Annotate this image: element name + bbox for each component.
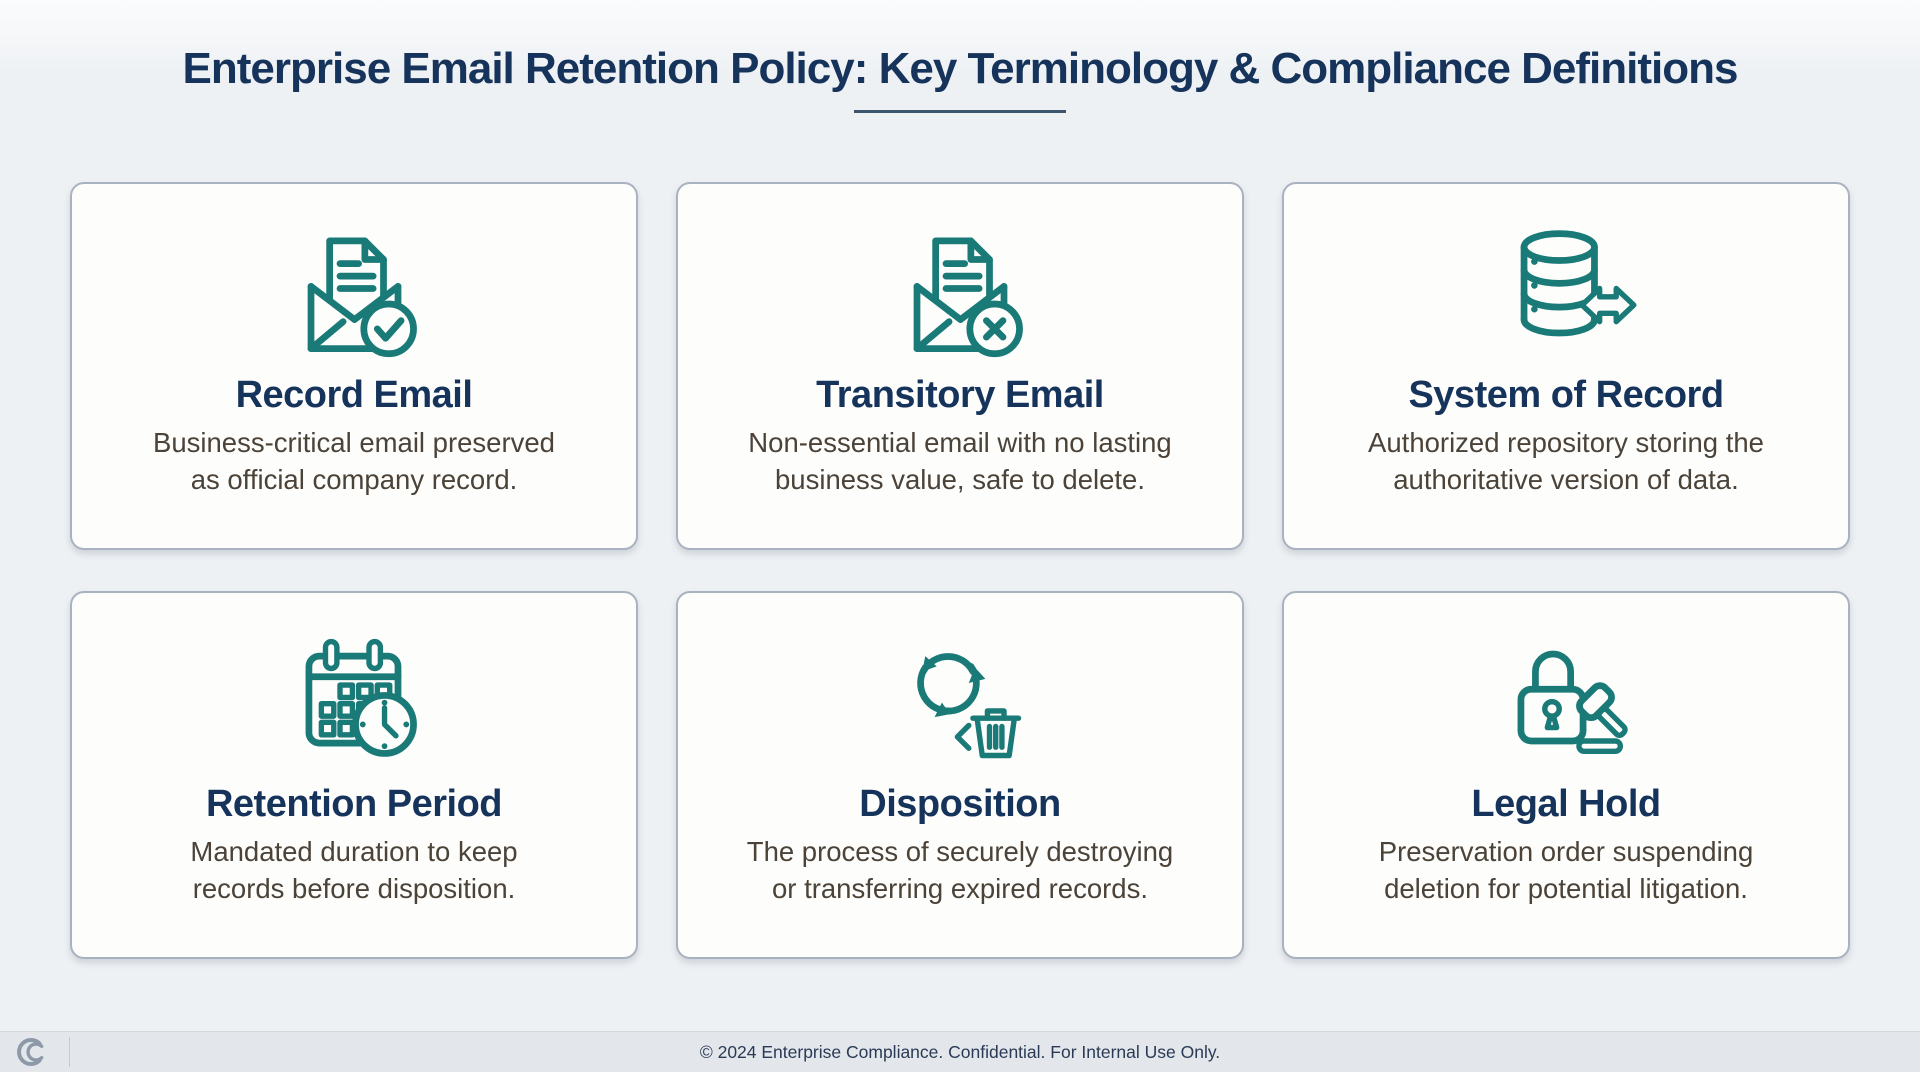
card-title: System of Record [1408,374,1724,416]
card-transitory-email: Transitory Email Non-essential email wit… [676,182,1244,550]
record-email-icon [72,212,636,364]
system-of-record-icon [1284,212,1848,364]
card-title: Legal Hold [1471,783,1661,825]
card-description: Authorized repository storing the author… [1368,427,1764,496]
page-title: Enterprise Email Retention Policy: Key T… [182,44,1739,93]
terms-grid: Record Email Business-critical email pre… [70,182,1850,959]
retention-period-icon [72,621,636,773]
card-description: Mandated duration to keep records before… [190,836,518,905]
card-title: Retention Period [205,783,503,825]
card-system-of-record: System of Record Authorized repository s… [1282,182,1850,550]
compliance-logo-icon [15,1035,55,1069]
card-title: Disposition [859,783,1061,825]
card-title: Transitory Email [816,374,1104,416]
header: Enterprise Email Retention Policy: Key T… [0,0,1920,113]
title-underline [854,110,1066,113]
card-disposition: Disposition The process of securely dest… [676,591,1244,959]
card-title: Record Email [235,374,473,416]
card-description: Non-essential email with no lasting busi… [748,427,1172,496]
legal-hold-icon [1284,621,1848,773]
footer-text: © 2024 Enterprise Compliance. Confidenti… [699,1041,1221,1062]
card-record-email: Record Email Business-critical email pre… [70,182,638,550]
footer: © 2024 Enterprise Compliance. Confidenti… [0,1031,1920,1072]
transitory-email-icon [678,212,1242,364]
card-description: The process of securely destroying or tr… [746,836,1174,905]
footer-divider [69,1037,70,1067]
card-description: Preservation order suspending deletion f… [1378,836,1754,905]
card-legal-hold: Legal Hold Preservation order suspending… [1282,591,1850,959]
card-description: Business-critical email preserved as off… [153,427,555,496]
card-retention-period: Retention Period Mandated duration to ke… [70,591,638,959]
disposition-icon [678,621,1242,773]
